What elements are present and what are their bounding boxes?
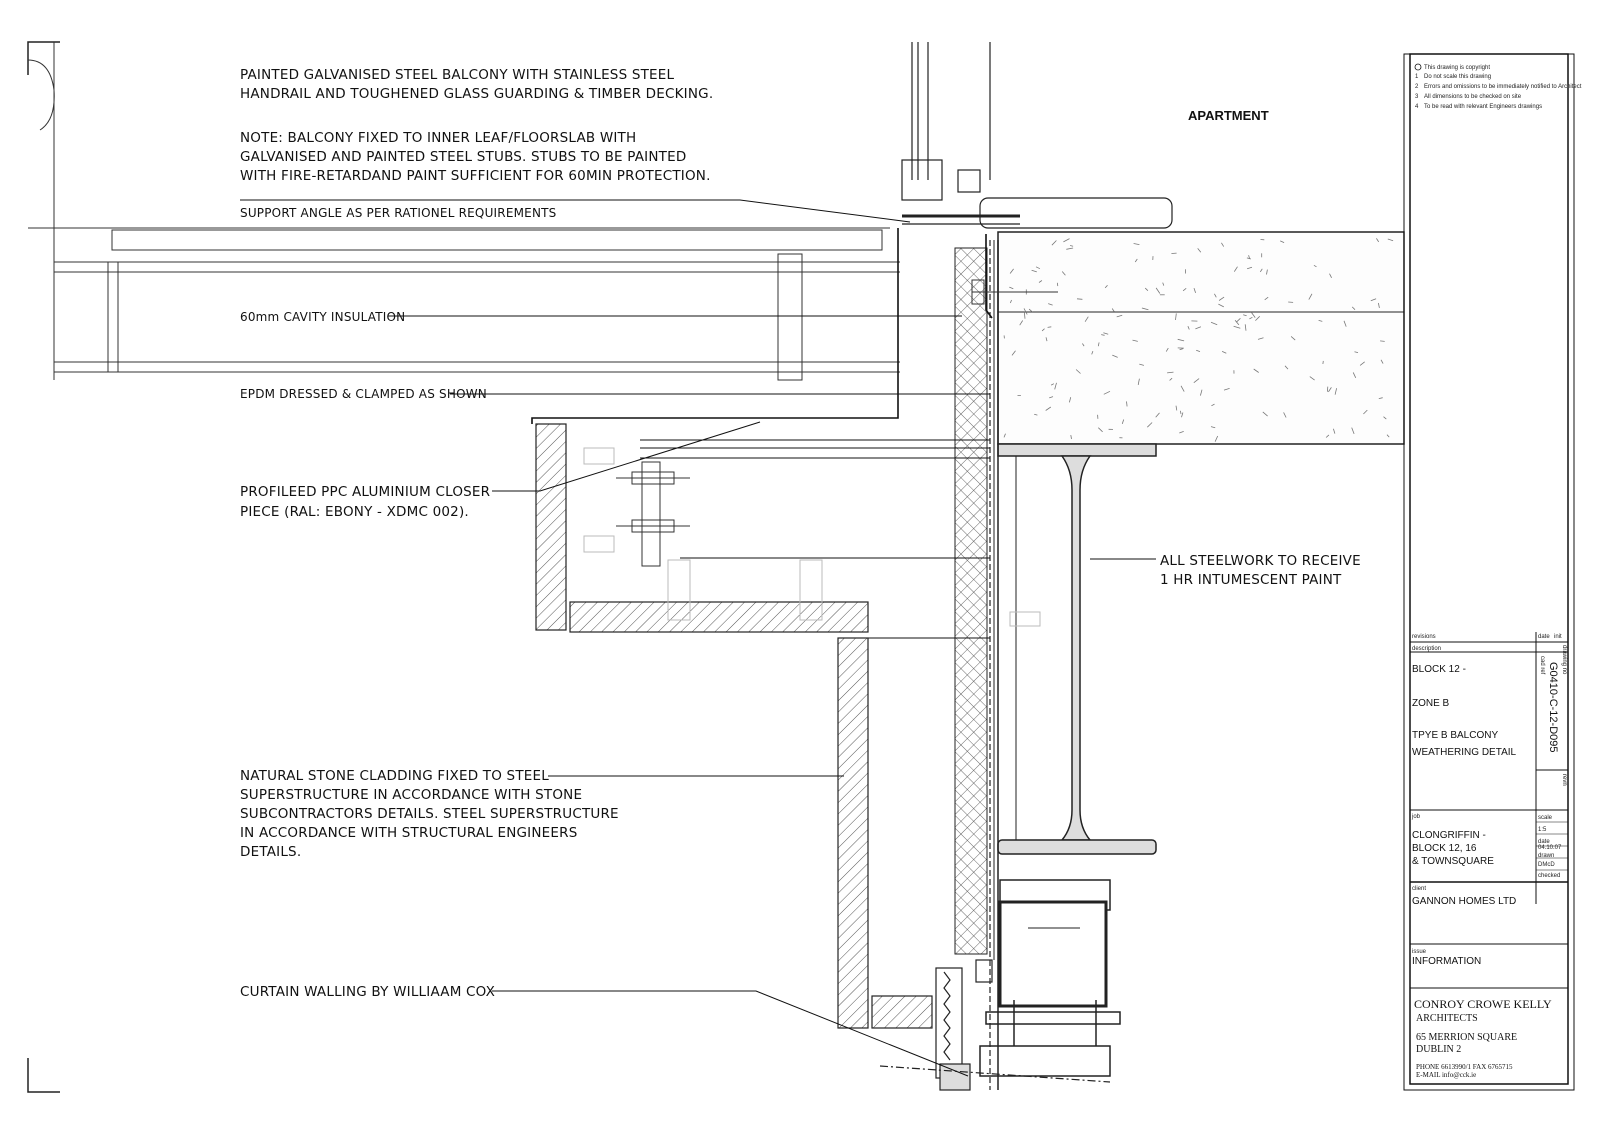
annotation-balcony-line2: HANDRAIL AND TOUGHENED GLASS GUARDING & … [240, 86, 713, 102]
annotation-cavity-insulation: 60mm CAVITY INSULATION [240, 310, 405, 324]
leader-lines [240, 199, 1156, 1077]
natural-stone-cladding [535, 423, 933, 1029]
tb-date-value: 04.10.07 [1538, 845, 1562, 851]
stone-support-brackets [583, 279, 1058, 627]
tb-description-line2: ZONE B [1412, 698, 1450, 709]
annotation-stone-line1: NATURAL STONE CLADDING FIXED TO STEEL [240, 768, 549, 784]
tb-note-1: Do not scale this drawing [1424, 74, 1491, 80]
tb-client: GANNON HOMES LTD [1412, 896, 1516, 907]
annotation-steel-line1: ALL STEELWORK TO RECEIVE [1160, 553, 1361, 569]
title-block-fields: revisions date init description BLOCK 12… [1411, 634, 1567, 1079]
tb-description-label: description [1412, 646, 1441, 652]
annotations: PAINTED GALVANISED STEEL BALCONY WITH ST… [240, 67, 1361, 1000]
tb-note-0: This drawing is copyright [1424, 65, 1490, 71]
annotation-stone-line3: SUBCONTRACTORS DETAILS. STEEL SUPERSTRUC… [240, 806, 619, 822]
tb-drawn-label: drawn [1538, 853, 1554, 859]
tb-drawing-no: G0410-C-12-D095 [1547, 662, 1559, 753]
tb-email-line: E-MAIL info@cck.ie [1416, 1071, 1476, 1079]
annotation-stone-line2: SUPERSTRUCTURE IN ACCORDANCE WITH STONE [240, 787, 582, 803]
tb-date-label: date [1538, 634, 1550, 640]
annotation-balcony-line1: PAINTED GALVANISED STEEL BALCONY WITH ST… [240, 67, 675, 83]
annotation-note-line2: GALVANISED AND PAINTED STEEL STUBS. STUB… [240, 149, 686, 165]
tb-job-line2: BLOCK 12, 16 [1412, 843, 1477, 854]
tb-firm-line3: 65 MERRION SQUARE [1416, 1032, 1517, 1043]
tb-note-number-1: 1 [1415, 74, 1419, 80]
annotation-closer-line2: PIECE (RAL: EBONY - XDMC 002). [240, 504, 469, 520]
steel-i-beam [979, 443, 1157, 1077]
annotation-note-line3: WITH FIRE-RETARDAND PAINT SUFFICIENT FOR… [240, 168, 711, 184]
annotation-steel-line2: 1 HR INTUMESCENT PAINT [1160, 572, 1342, 588]
tb-note-number-4: 4 [1415, 104, 1419, 110]
annotation-stone-line4: IN ACCORDANCE WITH STRUCTURAL ENGINEERS [240, 825, 577, 841]
label-apartment: APARTMENT [1188, 108, 1269, 123]
tb-note-2: Errors and omissions to be immediately n… [1424, 84, 1582, 90]
copyright-icon [1414, 63, 1422, 71]
tb-description-line3: TPYE B BALCONY [1412, 730, 1498, 741]
tb-issue-label: issue [1412, 949, 1427, 955]
tb-firm-line1: CONROY CROWE KELLY [1414, 997, 1552, 1011]
tb-job-label: job [1411, 814, 1421, 820]
title-block [1403, 53, 1575, 1091]
tb-client-label: client [1412, 886, 1426, 892]
annotation-note-line1: NOTE: BALCONY FIXED TO INNER LEAF/FLOORS… [240, 130, 636, 146]
window-frame [901, 42, 1173, 229]
tb-revn-label: revn [1561, 774, 1567, 786]
tb-issue: INFORMATION [1412, 956, 1481, 967]
tb-init-label: init [1554, 634, 1562, 640]
sheet-corner-marks [27, 41, 60, 1093]
tb-note-3: All dimensions to be checked on site [1424, 94, 1522, 100]
epdm-membrane-and-closer [531, 228, 993, 639]
tb-checked-label: checked [1538, 873, 1560, 879]
title-block-frame [1409, 53, 1569, 1085]
curtain-walling-base [879, 959, 1111, 1091]
tb-drawn-value: DMcD [1538, 862, 1555, 868]
tb-note-number-3: 3 [1415, 94, 1419, 100]
tb-scale-value: 1:5 [1538, 827, 1547, 833]
tb-note-4: To be read with relevant Engineers drawi… [1424, 104, 1542, 110]
annotation-epdm: EPDM DRESSED & CLAMPED AS SHOWN [240, 387, 487, 401]
tb-firm-line2: ARCHITECTS [1416, 1013, 1478, 1024]
concrete-floor-slab [997, 231, 1405, 445]
balcony-steel-section [27, 42, 900, 381]
annotation-support-angle: SUPPORT ANGLE AS PER RATIONEL REQUIREMEN… [240, 206, 556, 220]
title-block-notes: This drawing is copyright 1 Do not scale… [1415, 65, 1582, 110]
tb-note-number-2: 2 [1415, 84, 1419, 90]
tb-cad-ref-label: cad ref [1539, 656, 1545, 675]
annotation-closer-line1: PROFILEED PPC ALUMINIUM CLOSER [240, 484, 490, 500]
annotation-curtain-walling: CURTAIN WALLING BY WILLIAAM COX [240, 984, 495, 1000]
tb-scale-label: scale [1538, 815, 1553, 821]
tb-revisions-label: revisions [1412, 634, 1436, 640]
tb-description-line4: WEATHERING DETAIL [1412, 747, 1517, 758]
tb-phone-line: PHONE 6613990/1 FAX 6765715 [1416, 1063, 1513, 1071]
tb-job-line3: & TOWNSQUARE [1412, 856, 1494, 867]
tb-drawing-no-label: drawing no [1561, 645, 1567, 675]
annotation-stone-line5: DETAILS. [240, 844, 301, 860]
cavity-insulation-and-inner-leaf [954, 240, 999, 1090]
tb-description-line1: BLOCK 12 - [1412, 664, 1466, 675]
tb-job-line1: CLONGRIFFIN - [1412, 830, 1486, 841]
tb-date-field-label: date [1538, 839, 1550, 845]
tb-firm-line4: DUBLIN 2 [1416, 1044, 1461, 1055]
